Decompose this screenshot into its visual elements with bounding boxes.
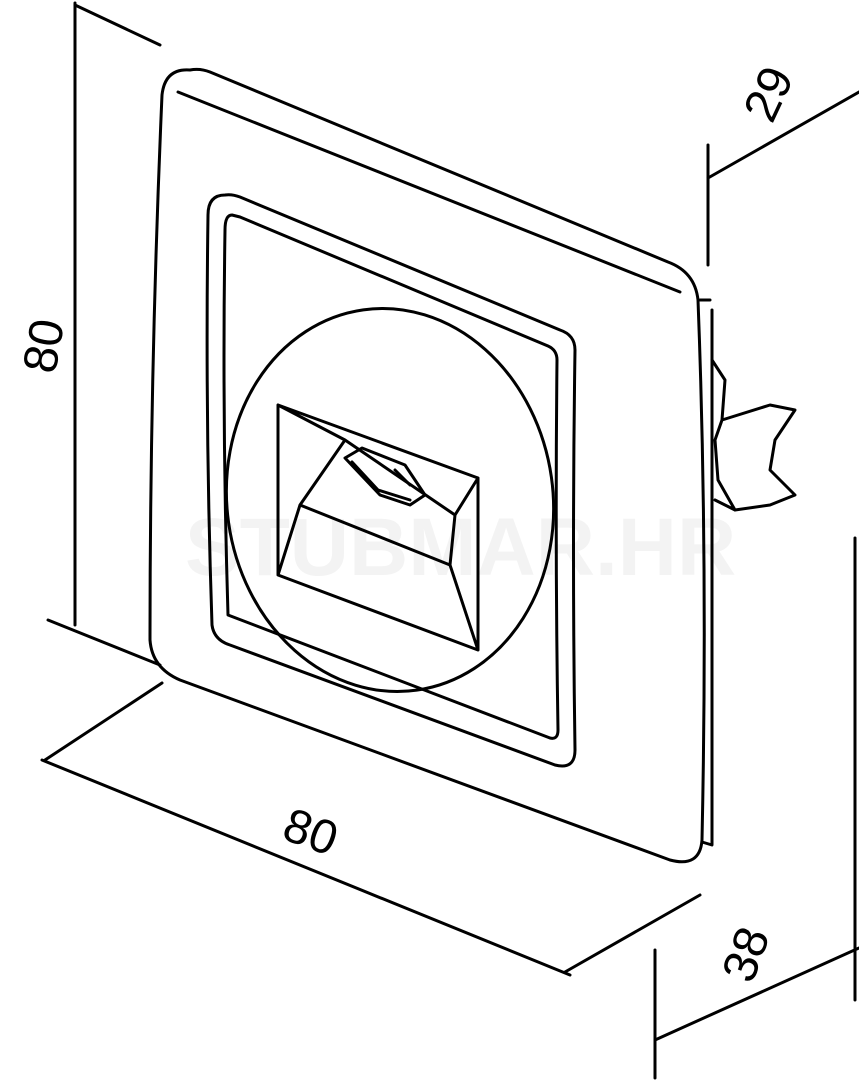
- plate-side: [698, 298, 714, 847]
- rj45-jack-contacts: [343, 446, 427, 507]
- dimension-label-depth-front: 29: [734, 59, 805, 130]
- dimension-label-width: 80: [276, 799, 344, 867]
- watermark: STUBMAR.HR: [185, 502, 736, 593]
- dimension-label-depth-total: 38: [713, 920, 781, 988]
- dimension-line-depth-front: [706, 90, 859, 267]
- inner-frame-edge: [222, 213, 560, 740]
- dimension-line-height: [46, 1, 162, 667]
- rj45-jack-outline: [276, 403, 480, 652]
- dimension-line-depth-total: [653, 536, 859, 1080]
- outer-plate-bevel: [176, 90, 682, 294]
- socket-insert-circle: [224, 307, 556, 693]
- outer-plate: [148, 67, 706, 864]
- mounting-claw: [710, 358, 797, 512]
- dimension-label-height: 80: [14, 315, 75, 377]
- dimension-line-width: [40, 681, 702, 977]
- inner-frame: [205, 193, 577, 768]
